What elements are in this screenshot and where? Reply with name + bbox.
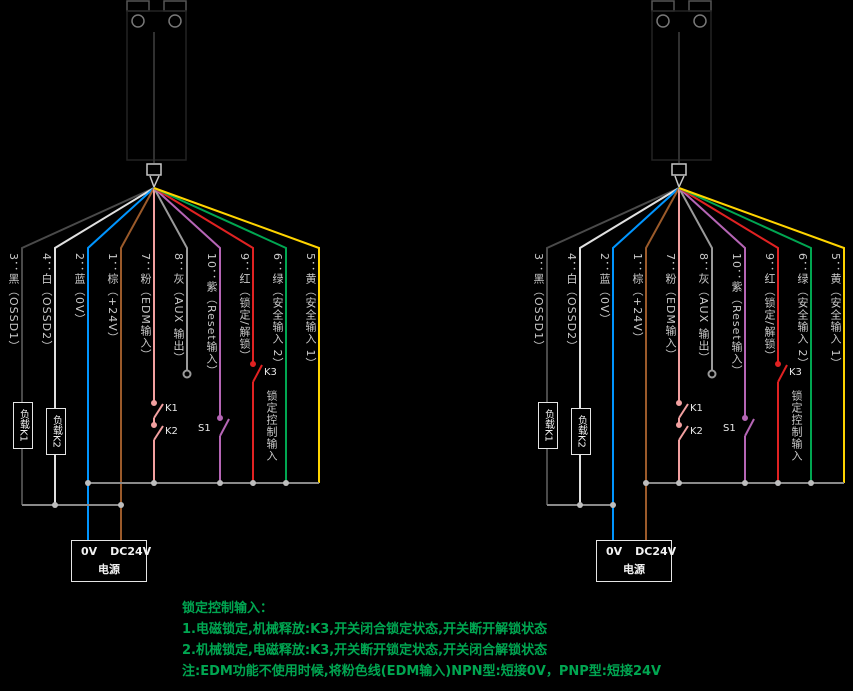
left-rails xyxy=(22,482,319,506)
load-k2-label-r: 负载K2 xyxy=(575,415,587,448)
power-dc24v-label-r: DC24V xyxy=(635,545,677,558)
wire-green-safety2 xyxy=(153,187,287,483)
pin-label-edm: 7：粉（EDM输入） xyxy=(139,253,152,361)
s1-label-r: S1 xyxy=(723,423,736,434)
s1-label: S1 xyxy=(198,423,211,434)
pin-label-ossd1: 3：黑（OSSD1） xyxy=(7,253,20,353)
notes-line-1: 1.电磁锁定,机械释放:K3,开关闭合锁定状态,开关断开解锁状态 xyxy=(182,622,548,637)
power-0v-label: 0V xyxy=(81,545,98,558)
device-body xyxy=(126,10,187,161)
pin-label-edm-r: 7：粉（EDM输入） xyxy=(664,253,677,361)
contact-k1 xyxy=(153,403,164,419)
pin-label-24v: 1：棕（+24V） xyxy=(106,253,119,344)
k1-label: K1 xyxy=(165,403,178,414)
wire-purple-reset xyxy=(153,187,230,483)
load-k2-box: 负载K2 xyxy=(46,408,66,455)
aux-terminal-circle xyxy=(182,369,192,379)
contact-k3 xyxy=(252,364,263,383)
pin-label-24v-r: 1：棕（+24V） xyxy=(631,253,644,344)
load-k1-box-r: 负载K1 xyxy=(538,402,558,449)
load-k1-label-r: 负载K1 xyxy=(542,409,554,442)
k2-label: K2 xyxy=(165,426,178,437)
notes-line-3: 注:EDM功能不使用时候,将粉色线(EDM输入)NPN型:短接0V，PNP型:短… xyxy=(182,664,662,679)
wire-brown-24v xyxy=(120,187,155,562)
power-source-label: 电源 xyxy=(98,563,120,576)
power-source-label-r: 电源 xyxy=(623,563,645,576)
device-connector-circle-left xyxy=(131,14,145,28)
pin-label-ossd2-r: 4：白（OSSD2） xyxy=(565,253,578,353)
pin-label-safety1: 5：黄（安全输入 1） xyxy=(304,253,317,370)
contact-s1 xyxy=(219,418,230,437)
device-tab-right xyxy=(163,0,187,12)
k3-label-r: K3 xyxy=(789,367,802,378)
power-supply-box: 0V DC24V 电源 xyxy=(71,540,151,582)
notes-block: 锁定控制输入： 1.电磁锁定,机械释放:K3,开关闭合锁定状态,开关断开解锁状态… xyxy=(182,598,822,682)
pin-label-safety2: 6：绿（安全输入 2） xyxy=(271,253,284,370)
load-k2-box-r: 负载K2 xyxy=(571,408,591,455)
device-connector-circle-right xyxy=(168,14,182,28)
power-supply-box-r: 0V DC24V 电源 xyxy=(596,540,676,582)
pin-label-lock: 9：红（锁定/解锁） xyxy=(238,253,251,362)
pin-label-reset-r: 10：紫（Reset输入） xyxy=(730,253,743,377)
load-k1-box: 负载K1 xyxy=(13,402,33,449)
pin-label-reset: 10：紫（Reset输入） xyxy=(205,253,218,377)
pin-label-safety1-r: 5：黄（安全输入 1） xyxy=(829,253,842,370)
lock-control-input-label: 锁定控制输入 xyxy=(265,390,278,462)
pin-label-aux: 8：灰（AUX 输出） xyxy=(172,253,185,364)
wire-red-lock xyxy=(153,187,263,483)
pin-label-ossd2: 4：白（OSSD2） xyxy=(40,253,53,353)
right-rails xyxy=(547,482,844,506)
power-0v-label-r: 0V xyxy=(606,545,623,558)
wire-yellow-safety1 xyxy=(153,187,320,483)
left-junction-dots xyxy=(52,480,289,508)
notes-title: 锁定控制输入： xyxy=(182,601,274,616)
notes-line-2: 2.机械锁定,电磁释放:K3,开关断开锁定状态,开关闭合解锁状态 xyxy=(182,643,548,658)
device-tab-left xyxy=(126,0,150,12)
power-dc24v-label: DC24V xyxy=(110,545,152,558)
wire-pink-edm xyxy=(151,188,164,483)
pin-label-safety2-r: 6：绿（安全输入 2） xyxy=(796,253,809,370)
contact-k2 xyxy=(153,425,164,441)
pin-label-lock-r: 9：红（锁定/解锁） xyxy=(763,253,776,362)
cable-plug-icon xyxy=(146,163,162,188)
pin-label-0v: 2：蓝（0V） xyxy=(73,253,86,326)
load-k1-label: 负载K1 xyxy=(17,409,29,442)
lock-control-input-label-r: 锁定控制输入 xyxy=(790,390,803,462)
k2-label-r: K2 xyxy=(690,426,703,437)
pin-label-ossd1-r: 3：黑（OSSD1） xyxy=(532,253,545,353)
wire-gray-aux xyxy=(153,187,192,379)
right-junction-dots xyxy=(577,480,814,508)
wire-blue-0v xyxy=(87,187,155,562)
device-top xyxy=(126,0,187,161)
pin-label-aux-r: 8：灰（AUX 输出） xyxy=(697,253,710,364)
k3-label: K3 xyxy=(264,367,277,378)
load-k2-label: 负载K2 xyxy=(50,415,62,448)
pin-label-0v-r: 2：蓝（0V） xyxy=(598,253,611,326)
k1-label-r: K1 xyxy=(690,403,703,414)
